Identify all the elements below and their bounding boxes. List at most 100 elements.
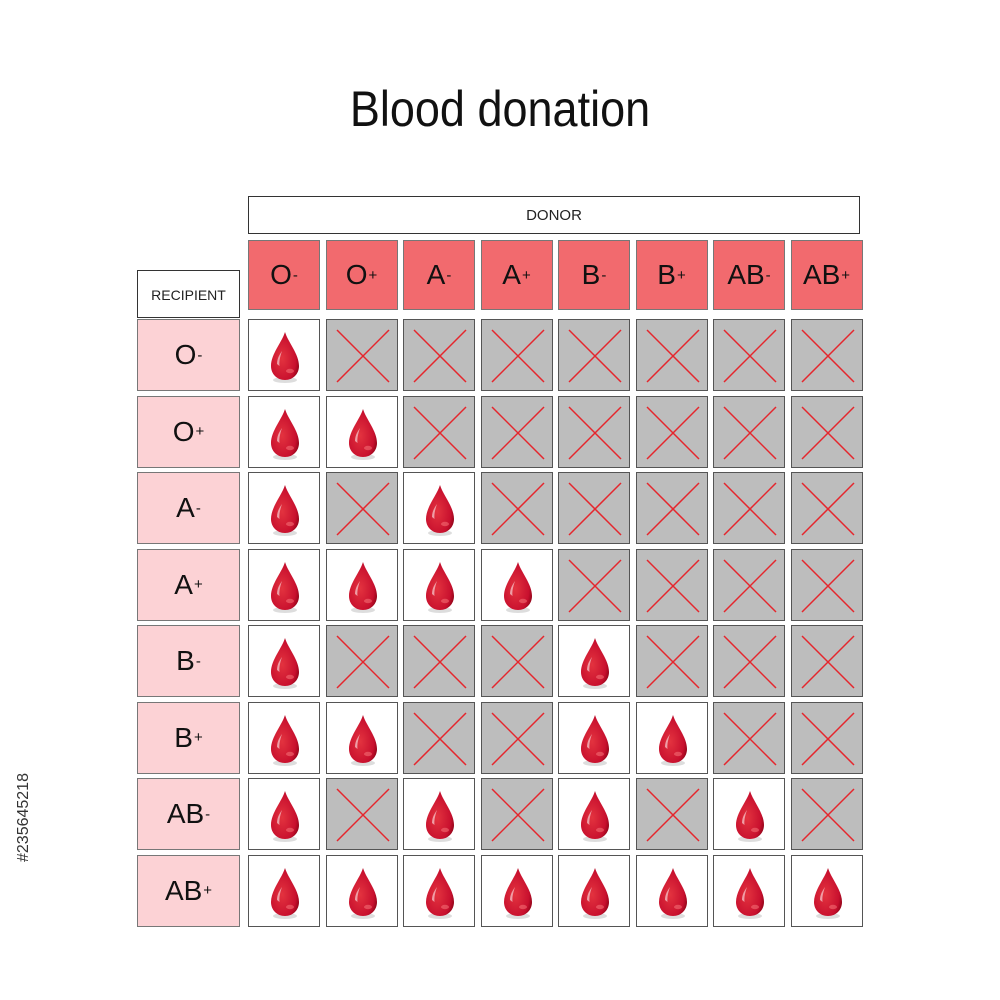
incompatible-cell (713, 395, 785, 468)
compatible-cell (248, 548, 320, 621)
blood-drop-icon (658, 714, 687, 766)
incompatible-cell (790, 778, 863, 850)
blood-drop-icon (581, 791, 609, 842)
donor-type-header: A+ (480, 240, 553, 310)
type-base: B (581, 259, 601, 290)
type-base: AB (727, 259, 765, 290)
compatible-cell (403, 548, 475, 621)
cross-icon (490, 635, 545, 689)
recipient-type-header: B- (137, 625, 240, 697)
compatible-cell (558, 778, 630, 850)
incompatible-cell (558, 548, 630, 621)
compatible-cell (558, 625, 630, 697)
recipient-type-header: B+ (137, 701, 240, 774)
incompatible-cell (403, 395, 475, 468)
type-base: AB (166, 798, 205, 829)
type-base: O (174, 339, 197, 370)
cross-icon (413, 405, 467, 460)
incompatible-cell (480, 319, 553, 391)
incompatible-cell (403, 625, 475, 697)
recipient-type-header: A- (137, 472, 240, 544)
incompatible-cell (635, 778, 708, 850)
compatible-cell (635, 701, 708, 774)
cross-icon (413, 329, 467, 383)
recipient-type-header: AB- (137, 778, 240, 850)
blood-drop-icon (271, 791, 299, 842)
type-base: A (426, 259, 446, 290)
compatible-cell (790, 854, 863, 927)
blood-drop-icon (271, 408, 299, 460)
cross-icon (723, 329, 777, 383)
cross-icon (800, 329, 855, 383)
cross-icon (568, 329, 622, 383)
compatible-cell (325, 548, 398, 621)
cross-icon (723, 482, 777, 536)
incompatible-cell (325, 319, 398, 391)
compatible-cell (248, 625, 320, 697)
blood-drop-icon (271, 561, 299, 613)
rh-sign: + (676, 266, 686, 284)
incompatible-cell (480, 472, 553, 544)
compatible-cell (248, 778, 320, 850)
compatible-cell (635, 854, 708, 927)
type-base: O (172, 415, 195, 447)
blood-drop-icon (813, 867, 842, 919)
compatible-cell (248, 395, 320, 468)
rh-sign: + (195, 423, 205, 440)
incompatible-cell (635, 548, 708, 621)
blood-drop-icon (271, 485, 299, 536)
compatible-cell (403, 472, 475, 544)
blood-drop-icon (581, 638, 609, 689)
blood-drop-icon (348, 408, 377, 460)
cross-icon (335, 635, 390, 689)
compatible-cell (558, 701, 630, 774)
incompatible-cell (790, 472, 863, 544)
incompatible-cell (635, 472, 708, 544)
blood-drop-icon (503, 867, 532, 919)
cross-icon (413, 711, 467, 766)
incompatible-cell (790, 548, 863, 621)
donor-type-header: O+ (325, 240, 398, 310)
donor-type-header: A- (403, 240, 475, 310)
rh-sign: - (292, 266, 298, 284)
donor-type-header: B+ (635, 240, 708, 310)
cross-icon (645, 788, 700, 842)
rh-sign: - (195, 499, 201, 517)
blood-drop-icon (426, 791, 454, 842)
recipient-type-header: A+ (137, 548, 240, 621)
type-base: B (176, 645, 195, 676)
cross-icon (490, 711, 545, 766)
blood-drop-icon (271, 867, 299, 919)
rh-sign: - (197, 346, 203, 364)
compatible-cell (480, 548, 553, 621)
recipient-type-header: AB+ (137, 854, 240, 927)
incompatible-cell (480, 778, 553, 850)
compatible-cell (403, 778, 475, 850)
blood-drop-icon (348, 867, 377, 919)
blood-drop-icon (348, 561, 377, 613)
blood-drop-icon (271, 714, 299, 766)
incompatible-cell (558, 319, 630, 391)
blood-drop-icon (426, 485, 454, 536)
incompatible-cell (480, 701, 553, 774)
cross-icon (335, 329, 390, 383)
rh-sign: - (765, 266, 771, 284)
type-base: O (270, 259, 292, 290)
blood-drop-icon (736, 791, 764, 842)
incompatible-cell (635, 319, 708, 391)
donor-type-header: AB- (713, 240, 785, 310)
cross-icon (413, 635, 467, 689)
rh-sign: + (193, 729, 203, 746)
cross-icon (490, 788, 545, 842)
incompatible-cell (713, 625, 785, 697)
type-base: A (174, 568, 193, 600)
cross-icon (800, 788, 855, 842)
cross-icon (568, 482, 622, 536)
blood-drop-icon (271, 332, 299, 383)
blood-drop-icon (271, 638, 299, 689)
rh-sign: - (446, 266, 452, 284)
cross-icon (800, 711, 855, 766)
donor-type-header: AB+ (790, 240, 863, 310)
incompatible-cell (325, 472, 398, 544)
type-base: B (657, 259, 676, 290)
